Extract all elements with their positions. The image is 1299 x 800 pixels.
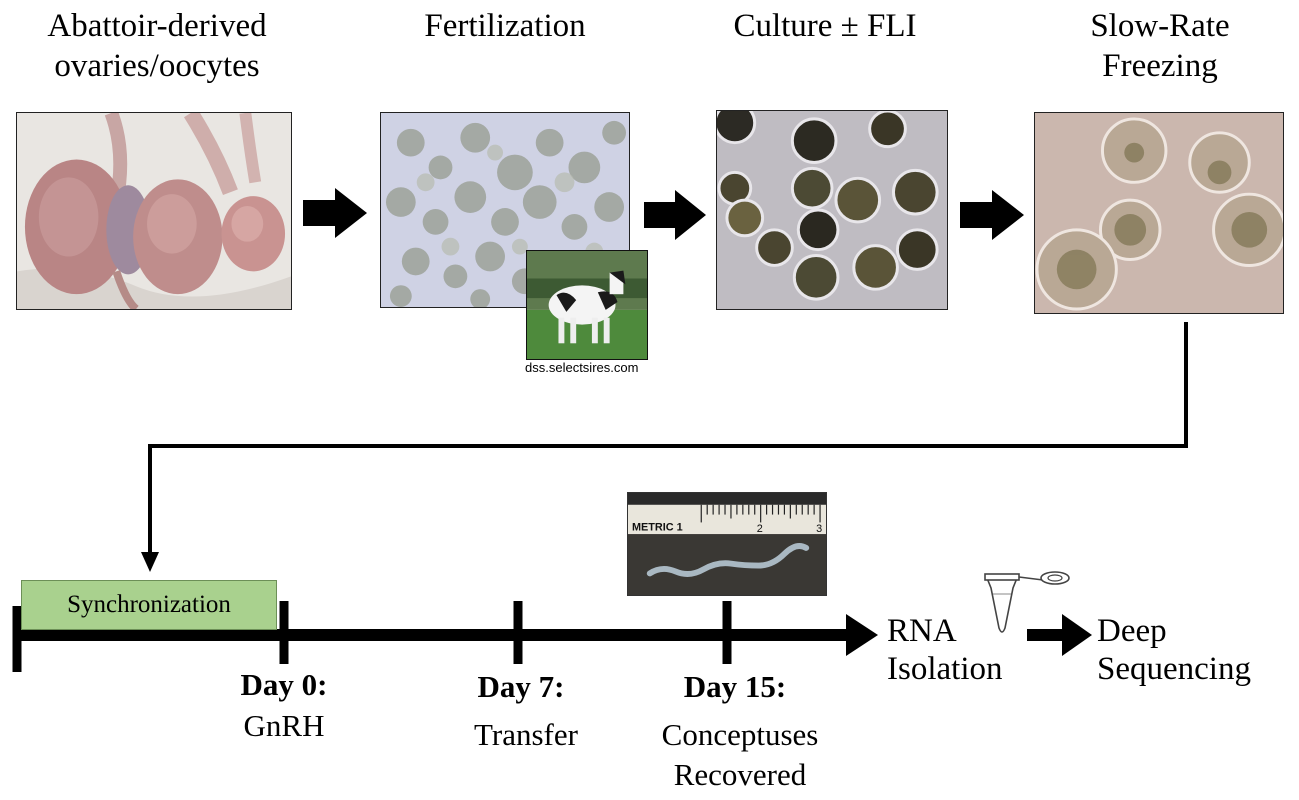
- synchronization-box: Synchronization: [21, 580, 277, 630]
- culture-photo: [716, 110, 948, 310]
- arrow-culture-to-freezing: [960, 190, 1024, 240]
- bull-inset-photo: [526, 250, 648, 360]
- step-label-ovaries: Abattoir-derived ovaries/oocytes: [47, 8, 267, 84]
- day-0-desc: GnRH: [243, 708, 325, 743]
- step-label-freezing: Slow-Rate Freezing: [1090, 8, 1230, 84]
- conceptus-ruler-photo: METRIC 1 2 3: [627, 492, 827, 596]
- microtube-icon: [983, 568, 1073, 638]
- day-0-title: Day 0:: [240, 667, 328, 702]
- timeline-arrowhead: [846, 614, 878, 656]
- ruler-mark-2: 2: [757, 523, 763, 535]
- step-label-culture: Culture ± FLI: [733, 8, 917, 44]
- rna-isolation-label: RNA Isolation: [887, 613, 1003, 687]
- day-15-title: Day 15:: [683, 669, 787, 704]
- ruler-mark-3: 3: [816, 523, 822, 535]
- ovaries-photo: [16, 112, 292, 310]
- day-15-desc: Conceptuses Recovered: [661, 717, 819, 792]
- arrow-fertilization-to-culture: [644, 190, 706, 240]
- arrow-ovaries-to-fertilization: [303, 188, 367, 238]
- rna-to-seq-arrowhead: [1062, 614, 1092, 656]
- connector-line: [148, 322, 1188, 552]
- day-7-title: Day 7:: [477, 669, 565, 704]
- freezing-photo: [1034, 112, 1284, 314]
- ruler-label: METRIC 1: [632, 521, 683, 533]
- day-7-desc: Transfer: [474, 717, 578, 752]
- deep-sequencing-label: Deep Sequencing: [1097, 613, 1251, 687]
- connector-arrowhead: [141, 552, 159, 572]
- step-label-fertilization: Fertilization: [424, 8, 586, 44]
- image-credit: dss.selectsires.com: [525, 360, 639, 375]
